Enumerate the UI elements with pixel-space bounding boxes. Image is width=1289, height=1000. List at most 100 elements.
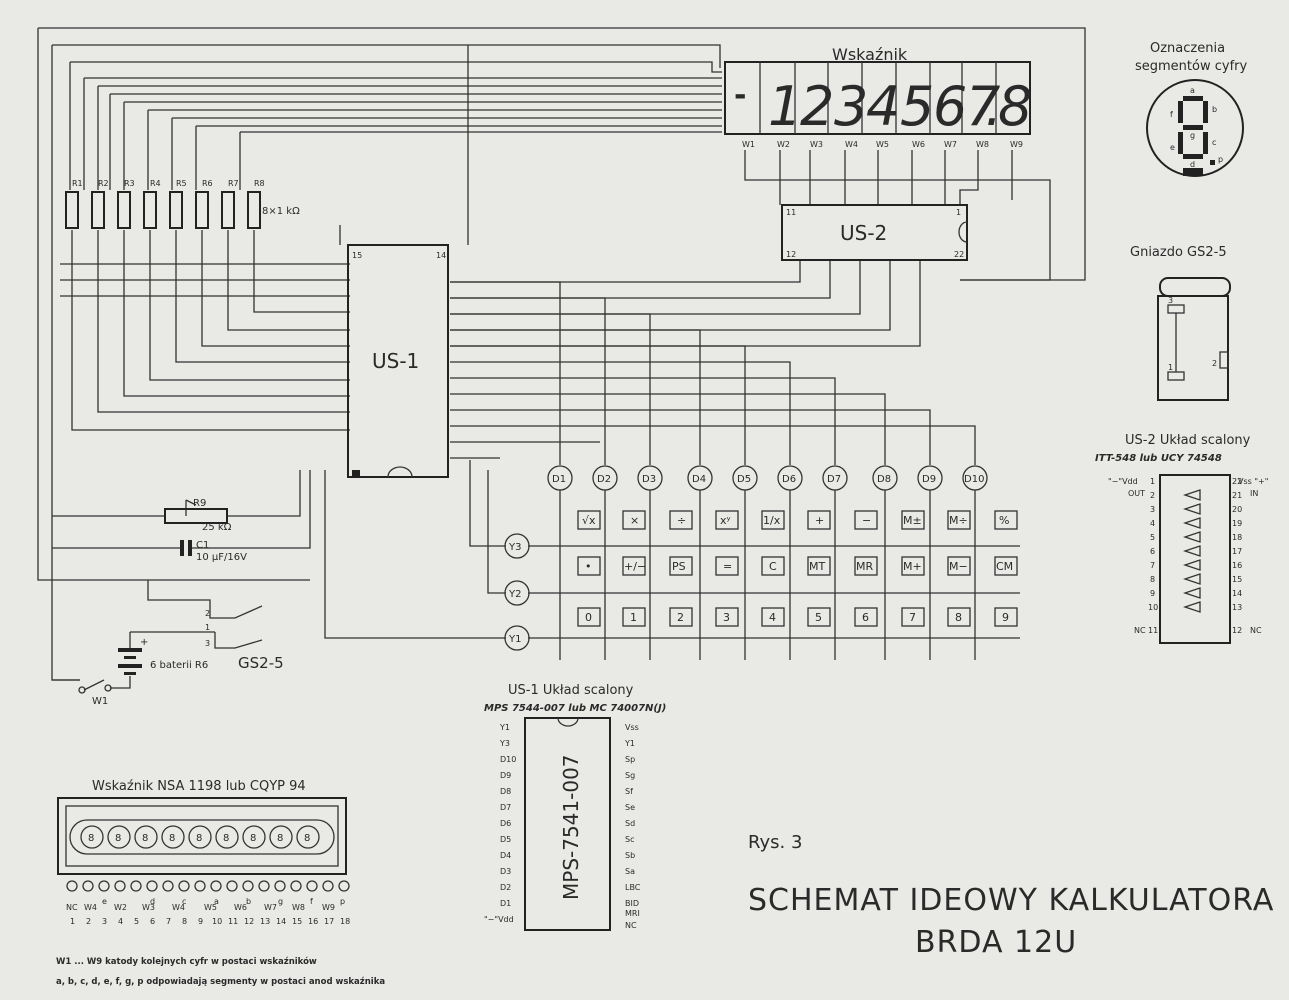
us2-right-pin-19: 19 [1232,519,1242,528]
nsa-pin-label-14: g [278,897,283,906]
us1-left-y3: Y3 [499,739,510,748]
segment-letter-g: g [1190,131,1195,140]
nsa-pin-label-16: f [310,897,313,906]
key-7: 7 [909,611,916,624]
resistor-r4 [143,191,157,229]
caption: Rys. 3 SCHEMAT IDEOWY KALKULATORA BRDA 1… [748,832,1273,960]
nsa-pin-num-8: 8 [182,917,187,926]
nsa-digit-5: 8 [196,833,202,844]
nsa-pin-num-4: 4 [118,917,123,926]
row-y3: Y3 [508,542,521,553]
us2-pinout: US-2 Układ scalony ITT-548 lub UCY 74548… [1095,433,1268,644]
nsa-pin-num-11: 11 [228,917,238,926]
us1-left-vdd: "−"Vdd [484,915,514,924]
display-minus: - [734,78,746,113]
us2-pinout-title-1: US-2 Układ scalony [1125,433,1251,448]
us2-left-pin-4: 4 [1150,519,1155,528]
column-d9: D9 [922,474,936,485]
keys-row-y3: √x × ÷ xʸ 1/x + − M± M÷ % [577,510,1018,530]
key-0: 0 [585,611,592,624]
us2-right-pin-17: 17 [1232,547,1242,556]
nsa-pins [66,880,350,892]
nsa-pin-label-9: W5 [204,903,217,912]
us2-right-pin-12: 12 [1232,626,1242,635]
us2-right-pin-13: 13 [1232,603,1242,612]
nsa-pin-num-6: 6 [150,917,155,926]
us2-left-pin-10: 10 [1148,603,1158,612]
us1-pinout: US-1 Układ scalony MPS 7544-007 lub MC 7… [484,683,666,931]
key-point: • [585,560,592,573]
power-section: + 6 baterii R6 W1 2 1 3 GS2-5 [78,609,284,707]
us1-right-vss: Vss [625,723,639,732]
key-5: 5 [815,611,822,624]
nsa-pin-label-15: W8 [292,903,305,912]
resistor-value: 8×1 kΩ [262,206,300,217]
us1-left-d4: D4 [500,851,511,860]
resistor-r1 [65,191,79,229]
resistor-label-r2: R2 [98,179,109,188]
nsa-pin-label-4: W2 [114,903,127,912]
us1-right-sb: Sb [625,851,635,860]
us2-left-pin-7: 7 [1150,561,1155,570]
us2-left-pin-11: 11 [1148,626,1158,635]
nsa-pin-num-10: 10 [212,917,222,926]
display-digit-2: 2 [800,75,834,138]
us1-chip: US-1 15 14 [347,244,449,478]
cathode-w5: W5 [876,140,889,149]
key-plus: + [815,514,824,527]
key-9: 9 [1002,611,1009,624]
nsa-pin-num-16: 16 [308,917,318,926]
us2-vdd: "−"Vdd [1108,477,1138,486]
nsa-pin-num-12: 12 [244,917,254,926]
display-digit-5: 5 [900,75,934,138]
nsa-pin-num-15: 15 [292,917,302,926]
cathode-w1: W1 [742,140,755,149]
nsa-pin-num-13: 13 [260,917,270,926]
key-m-plusminus: M± [903,514,922,527]
resistor-r7 [221,191,235,229]
key-sqrt: √x [582,514,596,527]
us1-left-y1: Y1 [499,723,510,732]
nsa-pin-labels: NC W4 e W2 W3 d W4 c W5 a W6 b W7 g W8 f… [66,897,345,912]
nsa-digit-9: 8 [304,833,310,844]
cathode-w6: W6 [912,140,925,149]
resistor-label-r5: R5 [176,179,187,188]
us1-pin-15: 15 [352,251,362,260]
display-title: Wskaźnik [832,45,908,64]
resistor-label-r4: R4 [150,179,161,188]
keyboard-matrix: D1 D2 D3 D4 D5 D6 D7 D8 D9 D10 Y3 Y2 Y1 … [504,465,1018,651]
us2-right-pin-21: 21 [1232,491,1242,500]
nsa-pin-label-3: e [102,897,107,906]
resistor-r2 [91,191,105,229]
nsa-pin-label-2: W4 [84,903,97,912]
us2-right-pin-15: 15 [1232,575,1242,584]
key-6: 6 [862,611,869,624]
gniazdo-title: Gniazdo GS2-5 [1130,245,1227,260]
r9-label: R9 [193,498,206,509]
resistor-r3 [117,191,131,229]
us2-label: US-2 [840,221,887,245]
segment-letter-e: e [1170,143,1175,152]
us1-pin-14: 14 [436,251,446,260]
key-reciprocal: 1/x [763,514,781,527]
us2-body [781,204,968,261]
resistor-array: R1 R2 R3 R4 R5 R6 R7 R8 8×1 kΩ [65,179,300,229]
us2-left-pin-5: 5 [1150,533,1155,542]
us1-right-sf: Sf [625,787,633,796]
nsa-pin-num-1: 1 [70,917,75,926]
us1-right-sc: Sc [625,835,634,844]
key-minus: − [862,514,871,527]
us1-right-nc: NC [625,921,637,930]
resistor-label-r1: R1 [72,179,83,188]
gniazdo-pin-1: 1 [1168,363,1173,372]
wiring [37,27,1086,689]
segment-legend-title-2: segmentów cyfry [1135,59,1248,74]
resistor-r6 [195,191,209,229]
schematic-model: BRDA 12U [915,925,1077,960]
key-divide: ÷ [677,514,686,527]
nsa-digit-1: 8 [88,833,94,844]
display-digit-7: 7 [966,75,1000,138]
us1-right-sg: Sg [625,771,635,780]
segment-letter-b: b [1212,105,1217,114]
socket-pin-3: 3 [205,639,210,648]
